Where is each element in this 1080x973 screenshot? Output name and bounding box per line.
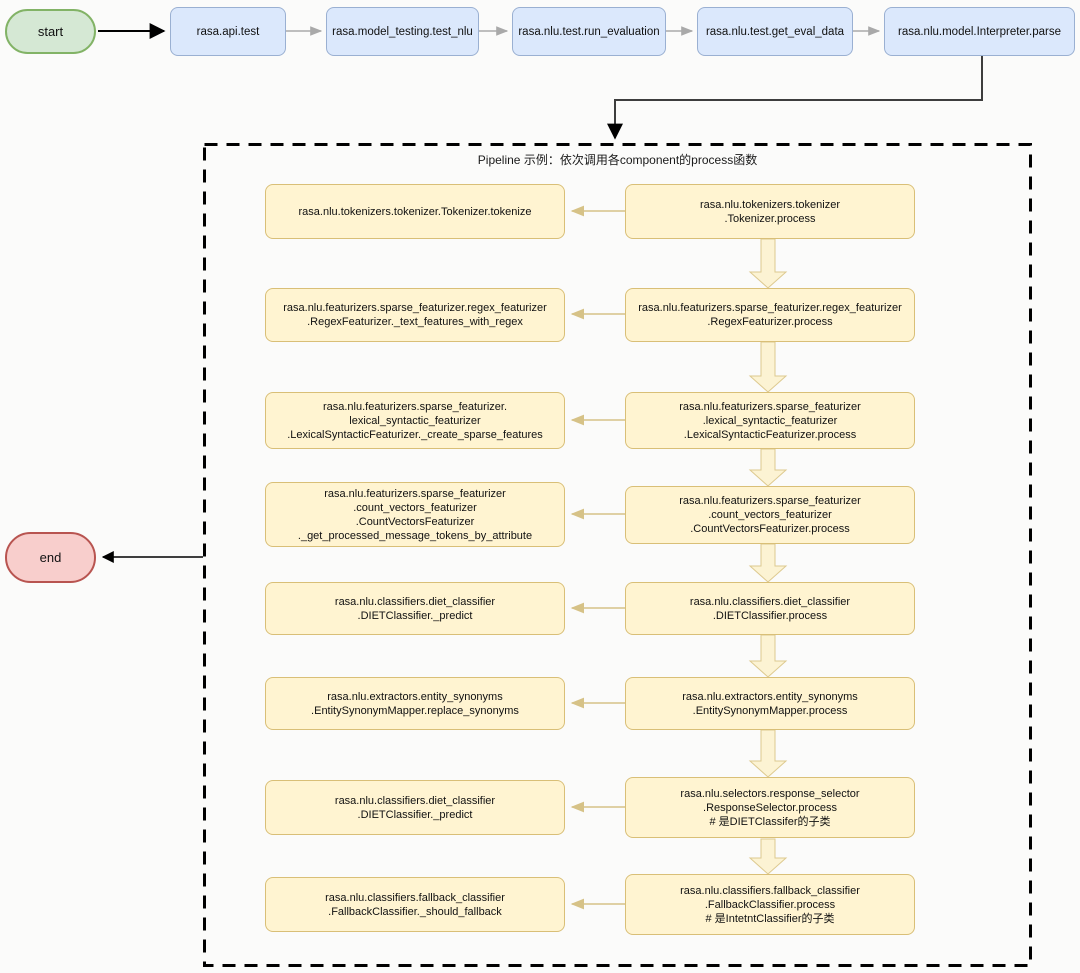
pipeline-process-diet-classifier: rasa.nlu.classifiers.diet_classifier .DI…: [625, 582, 915, 635]
block-arrow-step7-step8: [748, 838, 788, 875]
pipeline-process-lexical-syntactic-featurizer: rasa.nlu.featurizers.sparse_featurizer .…: [625, 392, 915, 449]
pipeline-process-fallback-classifier: rasa.nlu.classifiers.fallback_classifier…: [625, 874, 915, 935]
block-arrow-step4-step5: [748, 543, 788, 583]
pipeline-impl-fallback-classifier: rasa.nlu.classifiers.fallback_classifier…: [265, 877, 565, 932]
block-arrow-step3-step4: [748, 448, 788, 487]
step-model-testing-test-nlu: rasa.model_testing.test_nlu: [326, 7, 479, 56]
arrow-interpreter-parse-to-pipeline: [607, 56, 983, 140]
pipeline-impl-diet-classifier: rasa.nlu.classifiers.diet_classifier .DI…: [265, 582, 565, 635]
block-arrow-step2-step3: [748, 341, 788, 393]
step-nlu-test-get-eval-data: rasa.nlu.test.get_eval_data: [697, 7, 853, 56]
start-node: start: [5, 9, 96, 54]
block-arrow-step6-step7: [748, 729, 788, 778]
pipeline-container-title: Pipeline 示例：依次调用各component的process函数: [477, 153, 758, 167]
end-node: end: [5, 532, 96, 583]
pipeline-impl-tokenizer: rasa.nlu.tokenizers.tokenizer.Tokenizer.…: [265, 184, 565, 239]
pipeline-process-count-vectors-featurizer: rasa.nlu.featurizers.sparse_featurizer .…: [625, 486, 915, 544]
pipeline-container-border: [203, 143, 1032, 967]
pipeline-impl-entity-synonyms: rasa.nlu.extractors.entity_synonyms .Ent…: [265, 677, 565, 730]
step-nlu-test-run-evaluation: rasa.nlu.test.run_evaluation: [512, 7, 666, 56]
pipeline-process-regex-featurizer: rasa.nlu.featurizers.sparse_featurizer.r…: [625, 288, 915, 342]
pipeline-impl-lexical-syntactic-featurizer: rasa.nlu.featurizers.sparse_featurizer. …: [265, 392, 565, 449]
block-arrow-step5-step6: [748, 634, 788, 678]
pipeline-process-tokenizer: rasa.nlu.tokenizers.tokenizer .Tokenizer…: [625, 184, 915, 239]
pipeline-process-response-selector: rasa.nlu.selectors.response_selector .Re…: [625, 777, 915, 838]
block-arrow-step1-step2: [748, 238, 788, 289]
step-model-interpreter-parse: rasa.nlu.model.Interpreter.parse: [884, 7, 1075, 56]
step-rasa-api-test: rasa.api.test: [170, 7, 286, 56]
pipeline-impl-response-selector: rasa.nlu.classifiers.diet_classifier .DI…: [265, 780, 565, 835]
pipeline-impl-regex-featurizer: rasa.nlu.featurizers.sparse_featurizer.r…: [265, 288, 565, 342]
pipeline-impl-count-vectors-featurizer: rasa.nlu.featurizers.sparse_featurizer .…: [265, 482, 565, 547]
pipeline-process-entity-synonyms: rasa.nlu.extractors.entity_synonyms .Ent…: [625, 677, 915, 730]
